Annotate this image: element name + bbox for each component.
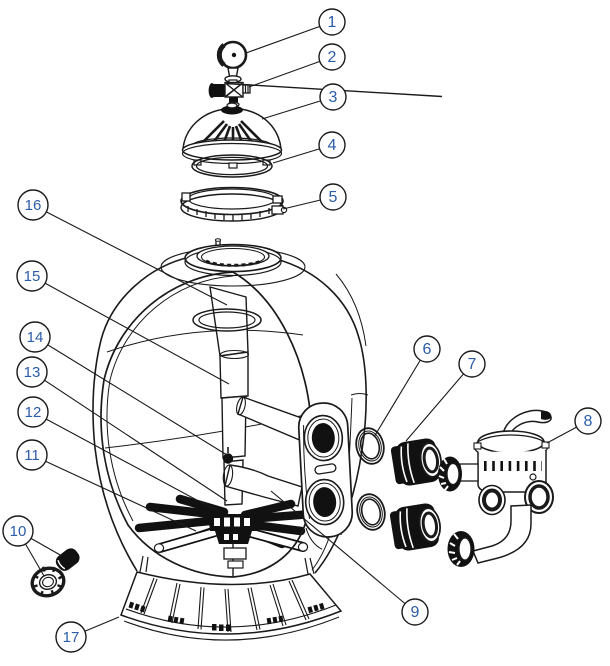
callout-number-3: 3	[329, 89, 338, 106]
part-clamp-ring	[180, 186, 288, 222]
clamp-hatch	[187, 206, 270, 221]
callout-bubble-8	[574, 407, 602, 435]
leader-line-port-o-ring	[373, 348, 428, 438]
part-base	[120, 555, 343, 641]
callout-bubble-9	[401, 598, 429, 626]
part-pressure-gauge	[216, 40, 248, 80]
callout-bubble-12	[17, 396, 49, 428]
callout-number-1: 1	[328, 14, 337, 31]
callout-bubble-5	[319, 183, 347, 211]
callout-number-14: 14	[27, 329, 44, 346]
base-vents	[128, 601, 325, 631]
callout-bubble-7	[458, 350, 486, 378]
callout-number-10: 10	[10, 523, 27, 540]
part-lid-dome	[181, 102, 283, 169]
part-diffuser-collar	[192, 308, 262, 332]
part-port-adapters	[387, 438, 445, 555]
part-drain	[30, 548, 80, 598]
part-multiport-valve	[438, 409, 554, 567]
callout-number-12: 12	[25, 404, 42, 421]
callout-number-11: 11	[24, 447, 40, 464]
valve-elbow	[447, 504, 532, 567]
callout-bubble-11	[16, 439, 48, 471]
callout-number-8: 8	[584, 413, 593, 430]
valve-right-port	[524, 480, 554, 514]
leader-line-tank-side-port	[270, 490, 416, 613]
valve-left-union	[438, 456, 479, 492]
lateral-white-arms	[153, 525, 309, 553]
part-tank-neck	[184, 243, 282, 277]
part-tank-internals	[104, 238, 317, 576]
callout-bubble-4	[318, 131, 346, 159]
drain-cap	[55, 548, 80, 571]
callout-bubble-14	[19, 321, 51, 353]
callout-bubble-1	[318, 8, 346, 36]
callout-number-15: 15	[24, 268, 41, 285]
lower-port	[304, 478, 345, 526]
part-lower-port-pipe	[222, 464, 303, 507]
callout-bubble-2	[318, 43, 346, 71]
leader-line-air-relief-valve	[248, 56, 333, 88]
leader-line-standpipe-lower	[31, 371, 228, 502]
tank-cutaway-window	[100, 271, 315, 578]
part-ball-check	[222, 447, 234, 464]
callout-bubble-17	[55, 621, 87, 653]
leader-line-port-adapter	[405, 363, 473, 442]
part-port-o-rings	[355, 427, 386, 531]
upper-port	[303, 414, 344, 462]
callout-number-7: 7	[468, 356, 477, 373]
callout-number-6: 6	[423, 341, 432, 358]
callout-number-9: 9	[411, 604, 420, 621]
part-side-port-plate	[297, 402, 354, 550]
callout-number-17: 17	[63, 629, 80, 646]
valve-front-port	[478, 484, 506, 516]
callout-number-16: 16	[25, 197, 42, 214]
callout-number-4: 4	[328, 137, 337, 154]
callout-bubble-16	[17, 189, 49, 221]
callout-number-5: 5	[329, 189, 338, 206]
part-lateral-hub	[208, 514, 258, 576]
callout-bubble-13	[16, 356, 48, 388]
callout-number-2: 2	[328, 49, 337, 66]
part-lid-o-ring	[191, 154, 273, 178]
callout-bubble-6	[413, 335, 441, 363]
callout-bubble-15	[16, 260, 48, 292]
leader-line-ball-check	[34, 336, 228, 456]
leader-line-standpipe	[31, 275, 230, 385]
drain-nut	[30, 566, 66, 598]
leader-line-diffuser-pipe	[32, 204, 228, 306]
leader-line-lateral-hub	[32, 411, 220, 513]
callout-bubble-3	[319, 83, 347, 111]
part-laterals	[134, 494, 317, 576]
leader-line-laterals	[31, 454, 197, 532]
leader-line-pressure-gauge	[245, 21, 333, 54]
callout-bubble-10	[2, 515, 34, 547]
callout-number-13: 13	[24, 364, 41, 381]
